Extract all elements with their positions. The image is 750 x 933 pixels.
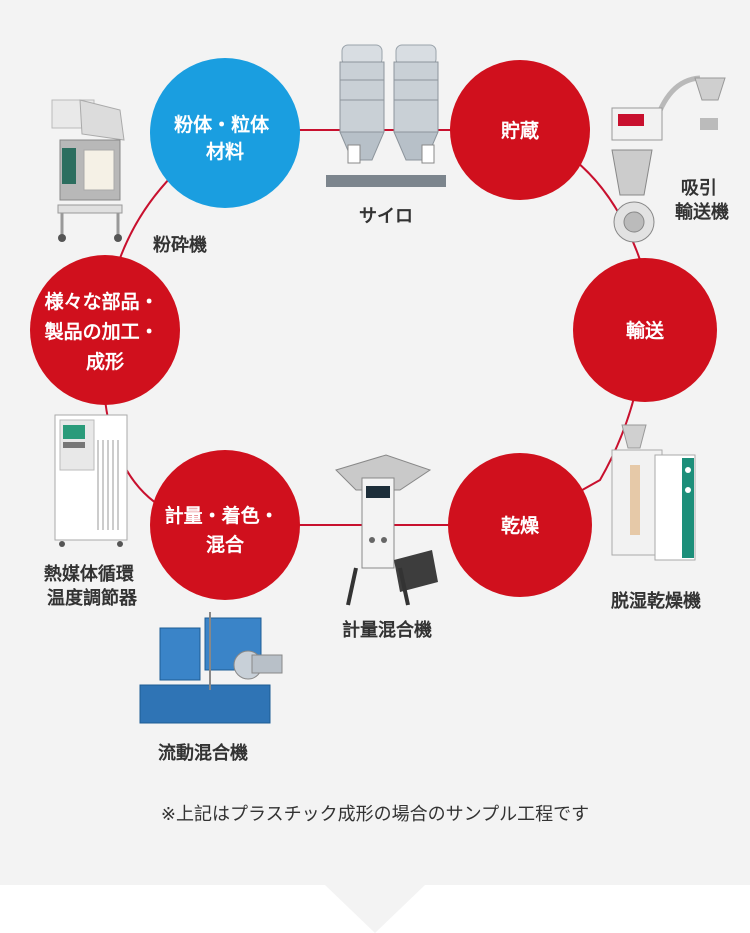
dryer-label: 脱湿乾燥機 [611, 590, 701, 612]
node-storage [450, 60, 590, 200]
node-transport-label: 輸送 [626, 319, 665, 342]
crusher-label: 粉砕機 [153, 234, 207, 256]
fluid-mixer-label: 流動混合機 [158, 742, 248, 764]
weighing-mixer-label: 計量混合機 [342, 619, 432, 641]
node-drying [448, 453, 592, 597]
dryer-icon [611, 424, 696, 561]
node-transport [573, 258, 717, 402]
node-weighing [150, 450, 300, 600]
temperature-controller-icon [54, 414, 128, 547]
suction-conveyor-icon [611, 75, 726, 243]
node-weighing-label: 計量・着色・ 混合 [165, 504, 286, 556]
temperature-controller-label: 熱媒体循環 温度調節器 [44, 563, 140, 609]
fluid-mixer-icon [139, 612, 283, 724]
silo-label: サイロ [359, 206, 413, 227]
suction-conveyor-label: 吸引 輸送機 [675, 178, 729, 223]
node-molding-label: 様々な部品・ 製品の加工・ 成形 [44, 290, 166, 373]
node-material [150, 58, 300, 208]
crusher-icon [51, 99, 125, 242]
bottom-band [0, 885, 750, 933]
node-storage-label: 貯蔵 [501, 119, 539, 142]
footnote: ※上記はプラスチック成形の場合のサンプル工程です [160, 804, 590, 825]
node-drying-label: 乾燥 [501, 514, 540, 537]
node-molding [30, 255, 180, 405]
weighing-mixer-icon [335, 454, 438, 606]
node-material-label: 粉体・粒体 材料 [174, 113, 276, 163]
silo-icon [326, 44, 446, 187]
